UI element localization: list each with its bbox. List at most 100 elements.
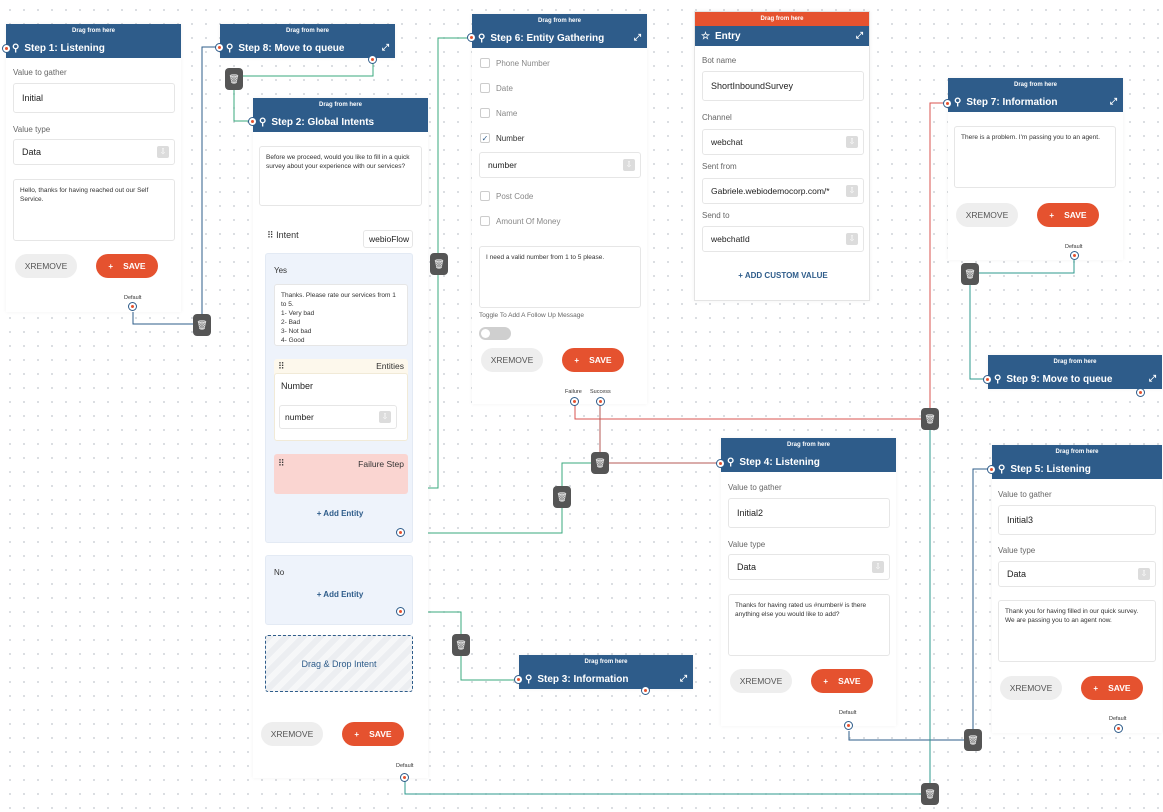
input-port[interactable] [987, 465, 996, 474]
entity-option-date[interactable]: Date [480, 83, 513, 93]
intent-input[interactable]: webioFlow [363, 230, 413, 248]
checkbox[interactable] [480, 83, 490, 93]
type-select[interactable]: Data ⇩ [998, 561, 1156, 587]
number-select[interactable]: number ⇩ [479, 152, 641, 178]
save-button[interactable]: +SAVE [562, 348, 624, 372]
input-port[interactable] [248, 117, 257, 126]
value-input[interactable]: Initial2 [728, 498, 890, 528]
entity-option-name[interactable]: Name [480, 108, 517, 118]
checkbox[interactable] [480, 108, 490, 118]
follow-up-toggle[interactable] [479, 327, 511, 340]
expand-icon[interactable]: ⤢ [679, 673, 687, 683]
output-port[interactable] [641, 686, 650, 695]
default-output-port[interactable] [1070, 251, 1079, 260]
input-port[interactable] [943, 99, 952, 108]
save-button[interactable]: +SAVE [811, 669, 873, 693]
default-output-port[interactable] [1114, 724, 1123, 733]
expand-icon[interactable]: ⤢ [633, 32, 641, 42]
add-entity-link[interactable]: + Add Entity [316, 509, 364, 518]
delete-connection-button[interactable]: 🗑 [961, 263, 979, 285]
failure-output-port[interactable] [570, 397, 579, 406]
drag-handle[interactable]: Drag from here [472, 14, 647, 28]
save-button[interactable]: +SAVE [342, 722, 404, 746]
drag-handle[interactable]: Drag from here [948, 78, 1123, 92]
input-port[interactable] [215, 43, 224, 52]
output-port[interactable] [1136, 388, 1145, 397]
expand-icon[interactable]: ⤢ [1109, 96, 1117, 106]
default-output-port[interactable] [400, 773, 409, 782]
checkbox[interactable] [480, 191, 490, 201]
entity-select[interactable]: number ⇩ [279, 405, 397, 429]
input-port[interactable] [2, 44, 11, 53]
expand-icon[interactable]: ⤢ [1148, 373, 1156, 383]
delete-connection-button[interactable]: 🗑 [591, 452, 609, 474]
send-to-select[interactable]: webchatId ⇩ [702, 226, 864, 252]
drag-handle[interactable]: Drag from here [6, 24, 181, 38]
default-output-port[interactable] [128, 302, 137, 311]
save-button[interactable]: +SAVE [1081, 676, 1143, 700]
delete-connection-button[interactable]: 🗑 [921, 408, 939, 430]
drag-handle[interactable]: Drag from here [253, 98, 428, 112]
wire-step2-step4 [427, 462, 720, 534]
success-output-port[interactable] [596, 397, 605, 406]
add-custom-value-link[interactable]: + ADD CUSTOM VALUE [738, 271, 828, 280]
input-port[interactable] [716, 459, 725, 468]
input-port[interactable] [514, 675, 523, 684]
entity-option-number[interactable]: ✓Number [480, 133, 525, 143]
delete-connection-button[interactable]: 🗑 [225, 68, 243, 90]
entity-option-money[interactable]: Amount Of Money [480, 216, 560, 226]
delete-connection-button[interactable]: 🗑 [430, 253, 448, 275]
message-textarea[interactable]: Thank you for having filled in our quick… [998, 600, 1156, 662]
drag-handle[interactable]: Drag from here [988, 355, 1162, 369]
expand-icon[interactable]: ⤢ [381, 42, 389, 52]
type-select[interactable]: Data ⇩ [728, 554, 890, 580]
sent-from-select[interactable]: Gabriele.webiodemocorp.com/* ⇩ [702, 178, 864, 204]
save-button[interactable]: +SAVE [1037, 203, 1099, 227]
delete-connection-button[interactable]: 🗑 [921, 783, 939, 805]
drag-handle[interactable]: Drag from here [721, 438, 896, 452]
drag-drop-intent-zone[interactable]: Drag & Drop Intent [265, 635, 413, 692]
delete-connection-button[interactable]: 🗑 [452, 634, 470, 656]
output-port[interactable] [368, 55, 377, 64]
message-textarea[interactable]: Hello, thanks for having reached out our… [13, 179, 175, 241]
message-textarea[interactable]: Before we proceed, would you like to fil… [259, 146, 422, 206]
type-select[interactable]: Data ⇩ [13, 139, 175, 165]
message-textarea[interactable]: Thanks for having rated us #number# is t… [728, 594, 890, 656]
value-input[interactable]: Initial3 [998, 505, 1156, 535]
message-textarea[interactable]: There is a problem. I'm passing you to a… [954, 126, 1116, 188]
delete-connection-button[interactable]: 🗑 [964, 729, 982, 751]
trash-icon: 🗑 [455, 640, 467, 650]
trash-icon: 🗑 [556, 492, 568, 502]
delete-connection-button[interactable]: 🗑 [193, 314, 211, 336]
save-button[interactable]: +SAVE [96, 254, 158, 278]
checkbox[interactable] [480, 216, 490, 226]
drag-handle[interactable]: Drag from here [695, 12, 869, 26]
input-port[interactable] [467, 33, 476, 42]
input-port[interactable] [983, 375, 992, 384]
drag-handle[interactable]: Drag from here [519, 655, 693, 669]
no-output-port[interactable] [396, 607, 405, 616]
drag-handle[interactable]: Drag from here [992, 445, 1162, 459]
value-input[interactable]: Initial [13, 83, 175, 113]
drag-handle[interactable]: Drag from here [220, 24, 395, 38]
entity-option-postcode[interactable]: Post Code [480, 191, 533, 201]
checkbox[interactable] [480, 58, 490, 68]
checkbox-checked[interactable]: ✓ [480, 133, 490, 143]
entity-option-phone[interactable]: Phone Number [480, 58, 550, 68]
channel-select[interactable]: webchat ⇩ [702, 129, 864, 155]
default-output-port[interactable] [844, 721, 853, 730]
expand-icon[interactable]: ⤢ [855, 30, 863, 40]
bot-name-input[interactable]: ShortInboundSurvey [702, 71, 864, 101]
add-entity-link[interactable]: + Add Entity [316, 590, 364, 599]
entity-output-port[interactable] [396, 528, 405, 537]
delete-connection-button[interactable]: 🗑 [553, 486, 571, 508]
message-textarea[interactable]: I need a valid number from 1 to 5 please… [479, 246, 641, 308]
default-port-label: Default [1065, 244, 1083, 250]
yes-message-textarea[interactable]: Thanks. Please rate our services from 1 … [274, 284, 408, 346]
